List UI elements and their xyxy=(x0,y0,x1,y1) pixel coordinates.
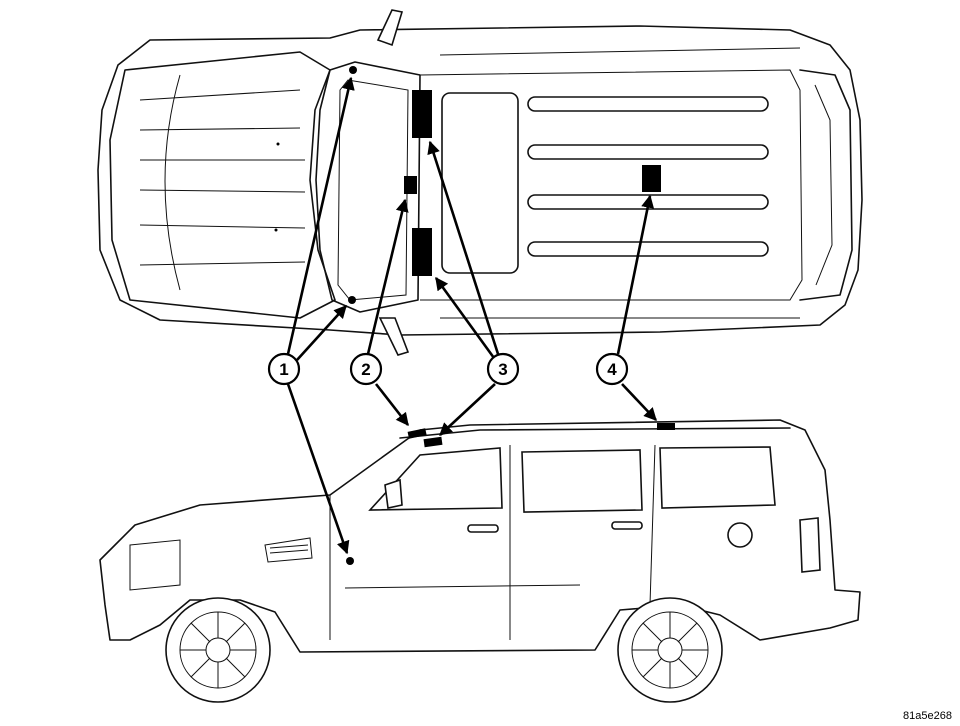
component-3-top-a xyxy=(412,90,432,138)
component-1-top-b xyxy=(348,296,356,304)
component-3-top-b xyxy=(412,228,432,276)
component-2-side xyxy=(407,428,427,439)
callout-2: 2 xyxy=(349,352,383,386)
side-view-components xyxy=(346,423,675,565)
callout-1-label: 1 xyxy=(279,360,288,379)
callout-1: 1 xyxy=(267,352,301,386)
callout-4-label: 4 xyxy=(607,360,617,379)
component-2-top xyxy=(404,176,417,194)
component-1-top-a xyxy=(349,66,357,74)
callout-3: 3 xyxy=(486,352,520,386)
component-3-side xyxy=(423,436,443,448)
callout-4: 4 xyxy=(595,352,629,386)
rear-wheel xyxy=(617,597,723,703)
leader-lines xyxy=(286,76,657,555)
callout-2-label: 2 xyxy=(361,360,370,379)
component-1-side xyxy=(346,557,354,565)
top-view-components xyxy=(348,66,661,304)
component-4-top xyxy=(642,165,661,192)
vehicle-top-view xyxy=(97,9,863,356)
callout-3-label: 3 xyxy=(498,360,507,379)
figure-id: 81a5e268 xyxy=(903,710,952,722)
component-4-side xyxy=(657,423,675,430)
front-wheel xyxy=(165,597,271,703)
vehicle-side-view xyxy=(99,419,861,703)
